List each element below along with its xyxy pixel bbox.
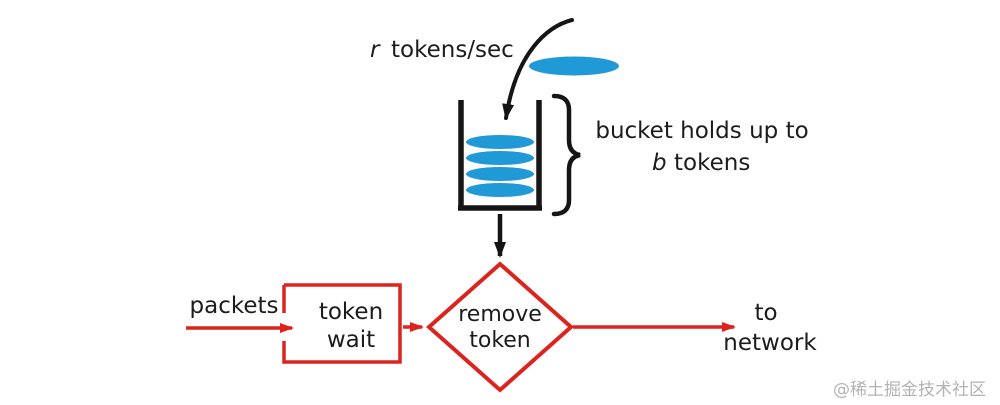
bucket-capacity-variable: b: [652, 150, 667, 176]
bucket-token-ellipse: [466, 151, 534, 165]
bucket-capacity-units: tokens: [674, 150, 750, 176]
packets-label: packets: [190, 293, 279, 319]
bucket-token-ellipse: [466, 183, 534, 197]
bucket-capacity-line1: bucket holds up to: [595, 118, 808, 144]
token-wait-box: [282, 283, 402, 364]
incoming-token-ellipse: [529, 56, 619, 76]
wait-label-line2: wait: [327, 327, 375, 353]
bucket-capacity-brace: [551, 93, 581, 217]
rate-variable: r: [370, 37, 381, 63]
rate-label: r tokens/sec: [370, 37, 514, 63]
bucket: [458, 100, 542, 211]
network-label-line1: to: [754, 300, 777, 326]
network-label-line2: network: [723, 330, 817, 356]
bucket-token-ellipse: [466, 167, 534, 181]
remove-token-diamond: [425, 261, 575, 393]
bucket-token-ellipse: [466, 135, 534, 149]
token-inflow-arrow: [502, 18, 574, 120]
rate-units: tokens/sec: [391, 37, 514, 63]
bucket-capacity-line2: b tokens: [652, 150, 750, 176]
wait-label-line1: token: [319, 299, 383, 325]
diamond-label-line1: remove: [458, 302, 542, 327]
diamond-label-line2: token: [469, 328, 531, 353]
watermark-text: @稀土掘金技术社区: [833, 380, 986, 400]
